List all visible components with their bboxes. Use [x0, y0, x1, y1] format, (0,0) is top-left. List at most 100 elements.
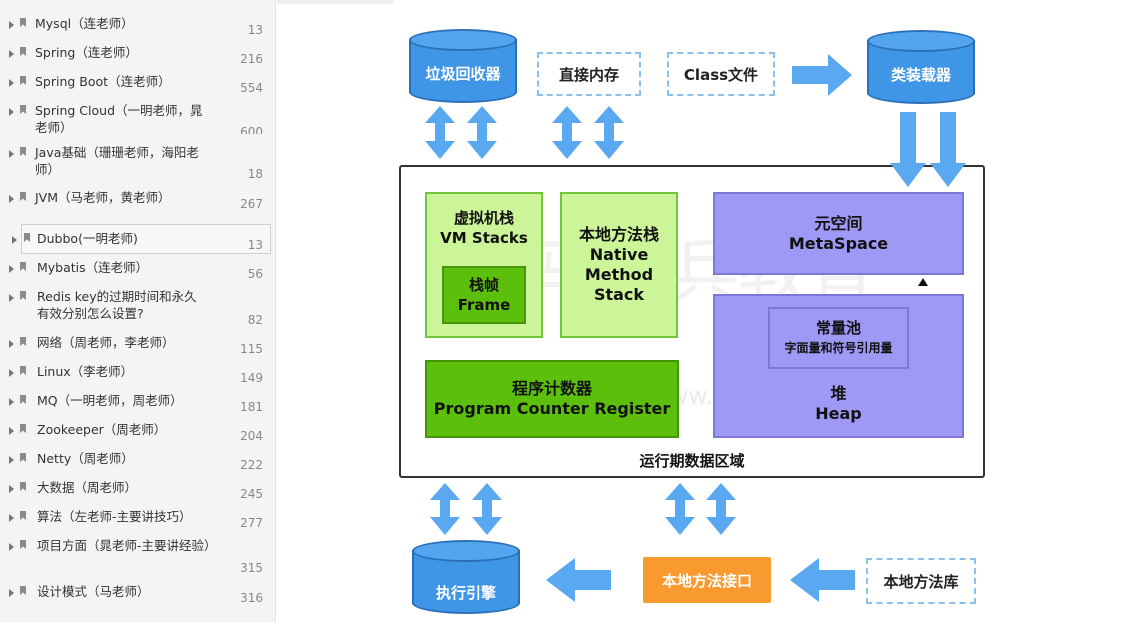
bookmark-icon [20, 482, 26, 491]
constant-pool-box: 常量池 字面量和符号引用量 [768, 307, 909, 369]
arrow-classfile-loader [792, 54, 852, 96]
garbage-collector-label: 垃圾回收器 [425, 65, 501, 83]
toc-label: Spring Cloud（一明老师，晁老师） [35, 104, 203, 134]
metaspace-zh-label: 元空间 [814, 213, 863, 233]
expand-arrow-icon[interactable] [9, 427, 14, 435]
expand-arrow-icon[interactable] [9, 340, 14, 348]
pc-register-en-label: Program Counter Register [433, 399, 671, 418]
execution-engine-cylinder: 执行引擎 [412, 540, 520, 614]
arrow-directmem-runtime-2 [594, 106, 624, 159]
bookmark-icon [20, 511, 26, 520]
toc-label: Netty（周老师） [37, 451, 134, 466]
arrow-runtime-engine-2 [472, 483, 502, 535]
toc-page-number: 56 [247, 267, 263, 281]
bookmark-icon [20, 76, 26, 85]
bookmark-icon [20, 540, 26, 549]
toc-label: 大数据（周老师） [37, 480, 138, 495]
toc-label: Java基础（珊珊老师，海阳老师） [35, 145, 199, 177]
top-strip [277, 0, 393, 4]
bookmark-icon [20, 291, 26, 300]
toc-page-number: 267 [240, 197, 263, 211]
expand-arrow-icon[interactable] [9, 485, 14, 493]
toc-label: 网络（周老师，李老师） [37, 335, 175, 350]
expand-arrow-icon[interactable] [9, 456, 14, 464]
arrow-library-interface [790, 558, 855, 602]
metaspace-heap-pointer-icon [918, 278, 928, 286]
bookmark-icon [20, 586, 26, 595]
class-loader-label: 类装载器 [890, 66, 951, 84]
jvm-architecture-diagram: 马士兵教育 www.mashibing.com 虚拟机栈 VM Stacks 栈… [395, 20, 1005, 620]
toc-page-number: 600 [240, 125, 263, 134]
heap-zh-label: 堆 [830, 384, 847, 403]
expand-arrow-icon[interactable] [9, 108, 14, 116]
selection-highlight [21, 224, 271, 254]
expand-arrow-icon[interactable] [9, 398, 14, 406]
toc-label: Mysql（连老师） [35, 16, 134, 31]
toc-page-number: 245 [240, 487, 263, 501]
metaspace-box: 元空间 MetaSpace [713, 192, 964, 275]
pc-register-zh-label: 程序计数器 [511, 379, 592, 398]
toc-page-number: 115 [240, 342, 263, 356]
bookmark-icon [20, 192, 26, 201]
toc-page-number: 204 [240, 429, 263, 443]
expand-arrow-icon[interactable] [9, 589, 14, 597]
arrow-loader-runtime-1 [890, 112, 926, 187]
expand-arrow-icon[interactable] [9, 79, 14, 87]
expand-arrow-icon[interactable] [9, 369, 14, 377]
expand-arrow-icon[interactable] [9, 543, 14, 551]
expand-arrow-icon[interactable] [9, 150, 14, 158]
toc-label: Redis key的过期时间和永久有效分别怎么设置? [37, 289, 197, 321]
native-stack-en-line2: Method [584, 265, 654, 284]
native-interface-label: 本地方法接口 [661, 571, 752, 590]
toc-label: MQ（一明老师，周老师） [37, 393, 183, 408]
bookmark-icon [20, 337, 26, 346]
bookmark-icon [20, 366, 26, 375]
native-library-label: 本地方法库 [883, 572, 959, 591]
frame-zh-label: 栈帧 [468, 276, 499, 294]
heap-en-label: Heap [815, 404, 862, 423]
program-counter-register-box: 程序计数器 Program Counter Register [425, 360, 679, 438]
toc-label: Linux（李老师） [37, 364, 134, 379]
toc-page-number: 13 [247, 238, 263, 252]
toc-page-number: 316 [240, 591, 263, 605]
expand-arrow-icon[interactable] [9, 195, 14, 203]
runtime-data-area: 马士兵教育 www.mashibing.com 虚拟机栈 VM Stacks 栈… [399, 165, 985, 478]
toc-page-number: 554 [240, 81, 263, 95]
expand-arrow-icon[interactable] [9, 294, 14, 302]
toc-label: JVM（马老师，黄老师） [35, 190, 171, 205]
toc-label: Spring Boot（连老师） [35, 74, 171, 89]
bookmark-icon [20, 47, 26, 56]
constant-pool-zh-label: 常量池 [815, 319, 861, 337]
toc-page-number: 222 [240, 458, 263, 472]
vm-stacks-zh-label: 虚拟机栈 [453, 209, 514, 227]
expand-arrow-icon[interactable] [9, 514, 14, 522]
expand-arrow-icon[interactable] [9, 265, 14, 273]
toc-label: 项目方面（晁老师-主要讲经验） [37, 538, 217, 553]
arrow-gc-runtime-1 [425, 106, 455, 159]
toc-page-number: 277 [240, 516, 263, 530]
toc-label: Mybatis（连老师） [37, 260, 149, 275]
bookmark-icon [20, 424, 26, 433]
arrow-runtime-engine-1 [430, 483, 460, 535]
expand-arrow-icon[interactable] [12, 236, 17, 244]
bookmark-icon [24, 233, 30, 242]
constant-pool-sub-label: 字面量和符号引用量 [784, 341, 893, 355]
arrow-directmem-runtime-1 [552, 106, 582, 159]
toc-page-number: 13 [247, 23, 263, 37]
expand-arrow-icon[interactable] [9, 50, 14, 58]
arrow-gc-runtime-2 [467, 106, 497, 159]
native-method-stack-box: 本地方法栈 Native Method Stack [560, 192, 678, 338]
native-method-library-box: 本地方法库 [866, 558, 976, 604]
bookmark-icon [20, 395, 26, 404]
toc-item-spring-cloud[interactable]: Spring Cloud（一明老师，晁老师） 600 [0, 104, 275, 134]
class-file-label: Class文件 [683, 65, 759, 84]
arrow-runtime-native-1 [665, 483, 695, 535]
expand-arrow-icon[interactable] [9, 21, 14, 29]
toc-label: Spring（连老师） [35, 45, 138, 60]
arrow-loader-runtime-2 [930, 112, 966, 187]
bookmark-sidebar: Mysql（连老师） 13 Spring（连老师） 216 Spring Boo… [0, 0, 276, 622]
arrow-runtime-native-2 [706, 483, 736, 535]
toc-page-number: 82 [247, 313, 263, 327]
frame-box: 栈帧 Frame [442, 266, 526, 324]
toc-label: Zookeeper（周老师） [37, 422, 167, 437]
